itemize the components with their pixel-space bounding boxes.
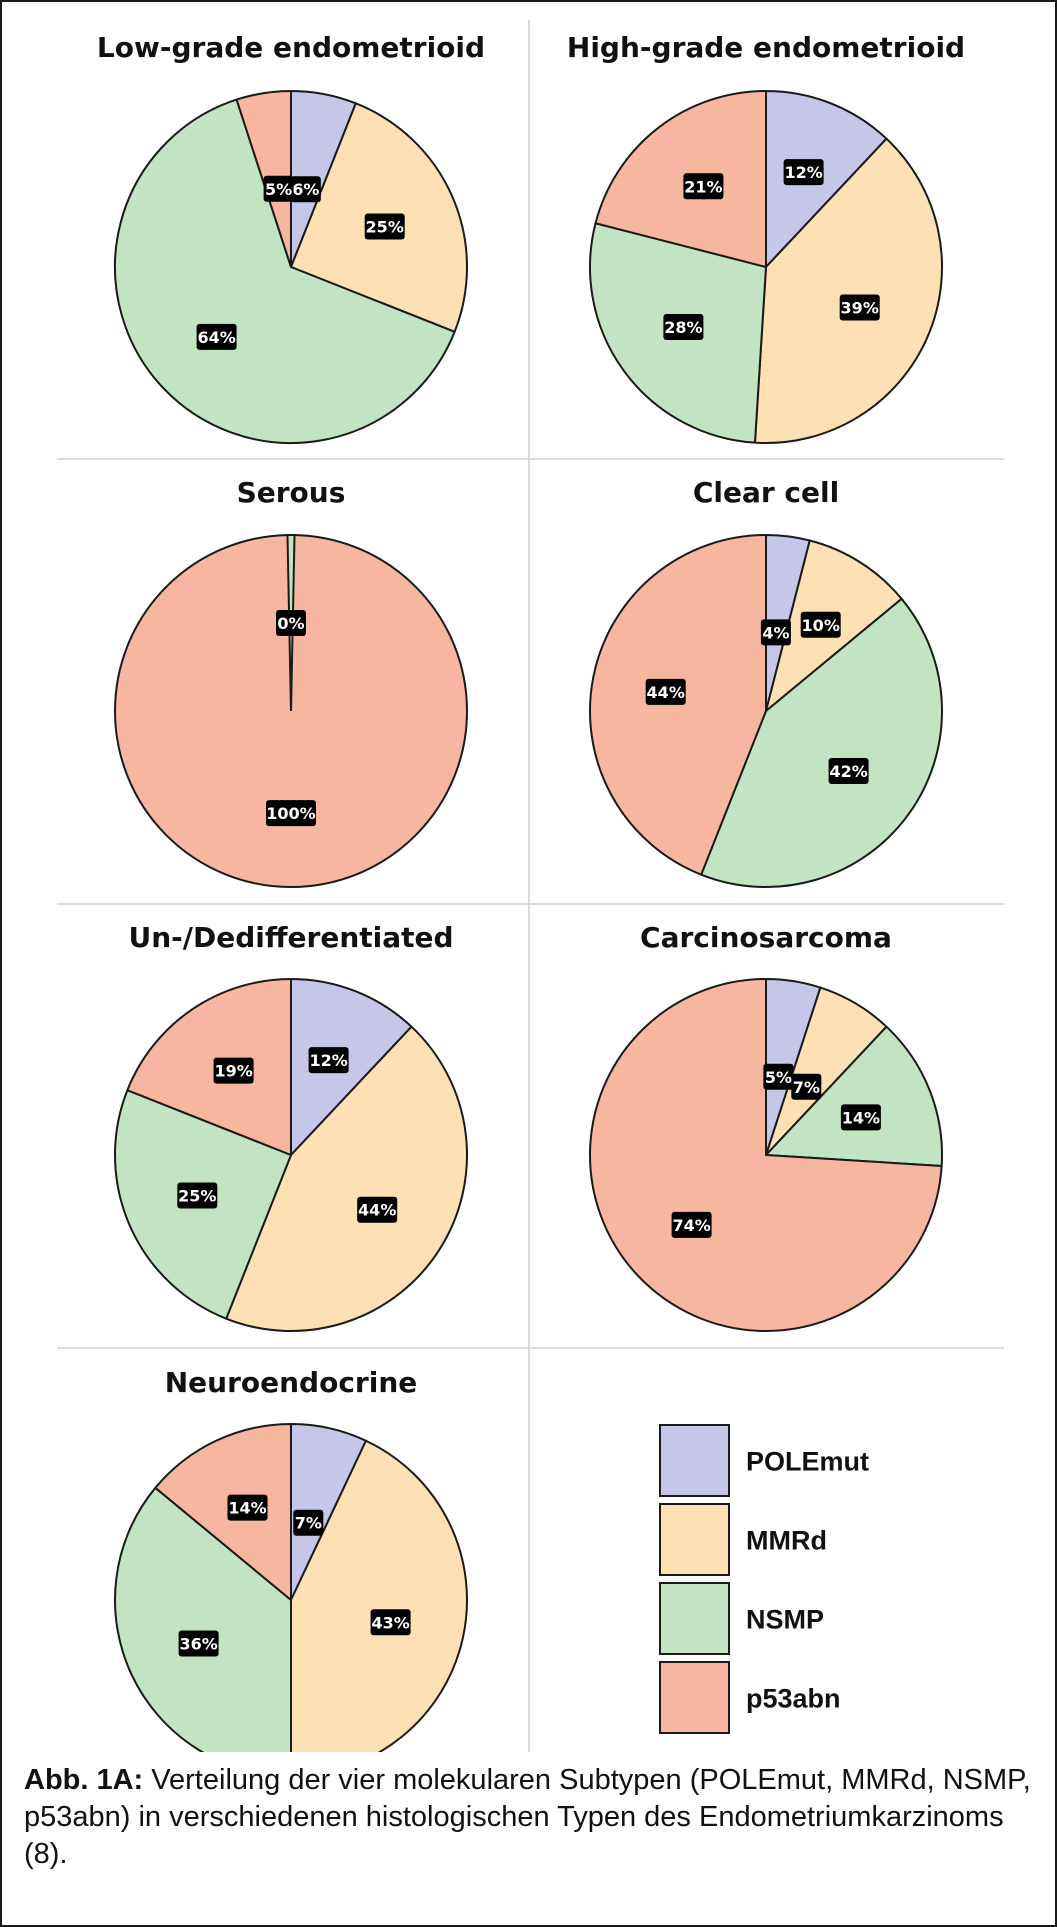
pie-title-low-grade-endometrioid: Low-grade endometrioid — [97, 31, 485, 64]
pie-slice-neuroendocrine-nsmp — [114, 1486, 292, 1752]
legend-label-polemut: POLEmut — [746, 1447, 869, 1477]
data-label-un-dedifferentiated-nsmp: 25% — [178, 1187, 216, 1206]
data-label-carcinosarcoma-p53abn: 74% — [672, 1216, 710, 1235]
pie-slice-high-grade-endometrioid-mmrd — [753, 137, 943, 444]
data-label-neuroendocrine-nsmp-box — [178, 1630, 219, 1657]
data-label-un-dedifferentiated-p53abn-box — [213, 1057, 254, 1084]
data-label-un-dedifferentiated-nsmp-box — [177, 1182, 218, 1209]
data-label-neuroendocrine-nsmp: 36% — [179, 1635, 217, 1654]
pie-slice-clear-cell-nsmp — [700, 597, 943, 888]
data-label-neuroendocrine-p53abn-box — [227, 1494, 268, 1521]
data-label-low-grade-endometrioid-mmrd-box — [364, 213, 405, 240]
data-label-high-grade-endometrioid-polemut-box — [783, 159, 824, 186]
pie-slice-un-dedifferentiated-mmrd — [225, 1025, 468, 1332]
data-label-high-grade-endometrioid-mmrd: 39% — [841, 299, 879, 318]
pie-slice-neuroendocrine-mmrd — [290, 1439, 468, 1752]
data-label-clear-cell-polemut: 4% — [762, 623, 789, 642]
figure-caption: Abb. 1A: Verteilung der vier molekularen… — [24, 1762, 1034, 1873]
pie-slice-low-grade-endometrioid-nsmp — [114, 98, 456, 444]
data-label-clear-cell-polemut-box — [760, 619, 791, 646]
legend-swatch-polemut — [659, 1424, 730, 1497]
pie-slice-high-grade-endometrioid-p53abn — [594, 90, 767, 268]
pie-slice-carcinosarcoma-p53abn — [589, 978, 943, 1332]
legend-label-p53abn: p53abn — [746, 1684, 841, 1714]
data-label-neuroendocrine-polemut-box — [293, 1509, 324, 1536]
data-label-carcinosarcoma-mmrd-box — [791, 1073, 822, 1100]
data-label-low-grade-endometrioid-mmrd: 25% — [366, 218, 404, 237]
pie-slice-un-dedifferentiated-polemut — [290, 978, 413, 1156]
data-label-neuroendocrine-p53abn: 14% — [228, 1499, 266, 1518]
data-label-high-grade-endometrioid-p53abn-box — [683, 173, 724, 200]
legend-swatch-p53abn — [659, 1661, 730, 1734]
data-label-clear-cell-p53abn-box — [645, 678, 686, 705]
data-label-carcinosarcoma-p53abn-box — [671, 1211, 712, 1238]
data-label-low-grade-endometrioid-polemut: 6% — [292, 180, 319, 199]
data-label-clear-cell-nsmp-box — [828, 758, 869, 784]
data-label-neuroendocrine-mmrd: 43% — [371, 1613, 409, 1632]
legend-label-mmrd: MMRd — [746, 1526, 827, 1556]
data-label-carcinosarcoma-polemut-box — [763, 1063, 794, 1090]
data-label-carcinosarcoma-nsmp: 14% — [842, 1108, 880, 1127]
legend-swatch-nsmp — [659, 1582, 730, 1655]
pie-slice-carcinosarcoma-nsmp — [765, 1025, 943, 1168]
pie-slice-un-dedifferentiated-p53abn — [126, 978, 292, 1156]
pie-title-clear-cell: Clear cell — [693, 476, 839, 509]
pie-slice-high-grade-endometrioid-polemut — [765, 90, 888, 268]
data-label-clear-cell-nsmp: 42% — [829, 762, 867, 781]
data-label-low-grade-endometrioid-nsmp-box — [196, 323, 237, 350]
data-label-serous-nsmp: 0% — [277, 614, 304, 633]
data-label-serous-nsmp-box — [276, 610, 306, 636]
data-label-high-grade-endometrioid-nsmp-box — [663, 314, 704, 340]
data-label-low-grade-endometrioid-nsmp: 64% — [197, 328, 235, 347]
data-label-serous-p53abn: 100% — [266, 804, 315, 823]
data-label-carcinosarcoma-nsmp-box — [840, 1104, 881, 1131]
data-label-neuroendocrine-polemut: 7% — [295, 1514, 322, 1533]
caption-label: Abb. 1A: — [24, 1764, 144, 1796]
data-label-carcinosarcoma-polemut: 5% — [765, 1068, 792, 1087]
legend-swatch-mmrd — [659, 1503, 730, 1576]
data-label-carcinosarcoma-mmrd: 7% — [793, 1078, 820, 1097]
data-label-un-dedifferentiated-polemut: 12% — [309, 1051, 347, 1070]
pie-title-un-dedifferentiated: Un-/Dedifferentiated — [128, 921, 453, 954]
data-label-high-grade-endometrioid-nsmp: 28% — [664, 318, 702, 337]
data-label-high-grade-endometrioid-mmrd-box — [839, 294, 880, 321]
pie-title-carcinosarcoma: Carcinosarcoma — [640, 921, 892, 954]
data-label-low-grade-endometrioid-polemut-box — [290, 176, 321, 203]
data-label-high-grade-endometrioid-p53abn: 21% — [684, 177, 722, 196]
pie-chart-grid: Low-grade endometrioid 6% 25% 64% 5% High-gra… — [57, 20, 1004, 1752]
data-label-clear-cell-mmrd-box — [800, 611, 841, 638]
data-label-un-dedifferentiated-mmrd: 44% — [358, 1201, 396, 1220]
data-label-un-dedifferentiated-p53abn: 19% — [214, 1062, 252, 1081]
data-label-low-grade-endometrioid-p53abn: 5% — [265, 180, 292, 199]
data-label-clear-cell-p53abn: 44% — [647, 683, 685, 702]
data-label-un-dedifferentiated-polemut-box — [308, 1047, 349, 1074]
data-label-high-grade-endometrioid-polemut: 12% — [784, 163, 822, 182]
caption-text: Verteilung der vier molekularen Subtypen… — [24, 1764, 1031, 1870]
data-label-neuroendocrine-mmrd-box — [370, 1609, 411, 1636]
pie-title-neuroendocrine: Neuroendocrine — [165, 1366, 418, 1399]
pie-title-serous: Serous — [237, 476, 346, 509]
data-label-clear-cell-mmrd: 10% — [802, 616, 840, 635]
pie-title-high-grade-endometrioid: High-grade endometrioid — [567, 31, 965, 64]
legend-label-nsmp: NSMP — [746, 1605, 824, 1635]
data-label-low-grade-endometrioid-p53abn-box — [263, 175, 294, 202]
pie-slice-neuroendocrine-p53abn — [154, 1423, 292, 1601]
data-label-serous-p53abn-box — [266, 800, 316, 827]
data-label-un-dedifferentiated-mmrd-box — [357, 1196, 398, 1223]
